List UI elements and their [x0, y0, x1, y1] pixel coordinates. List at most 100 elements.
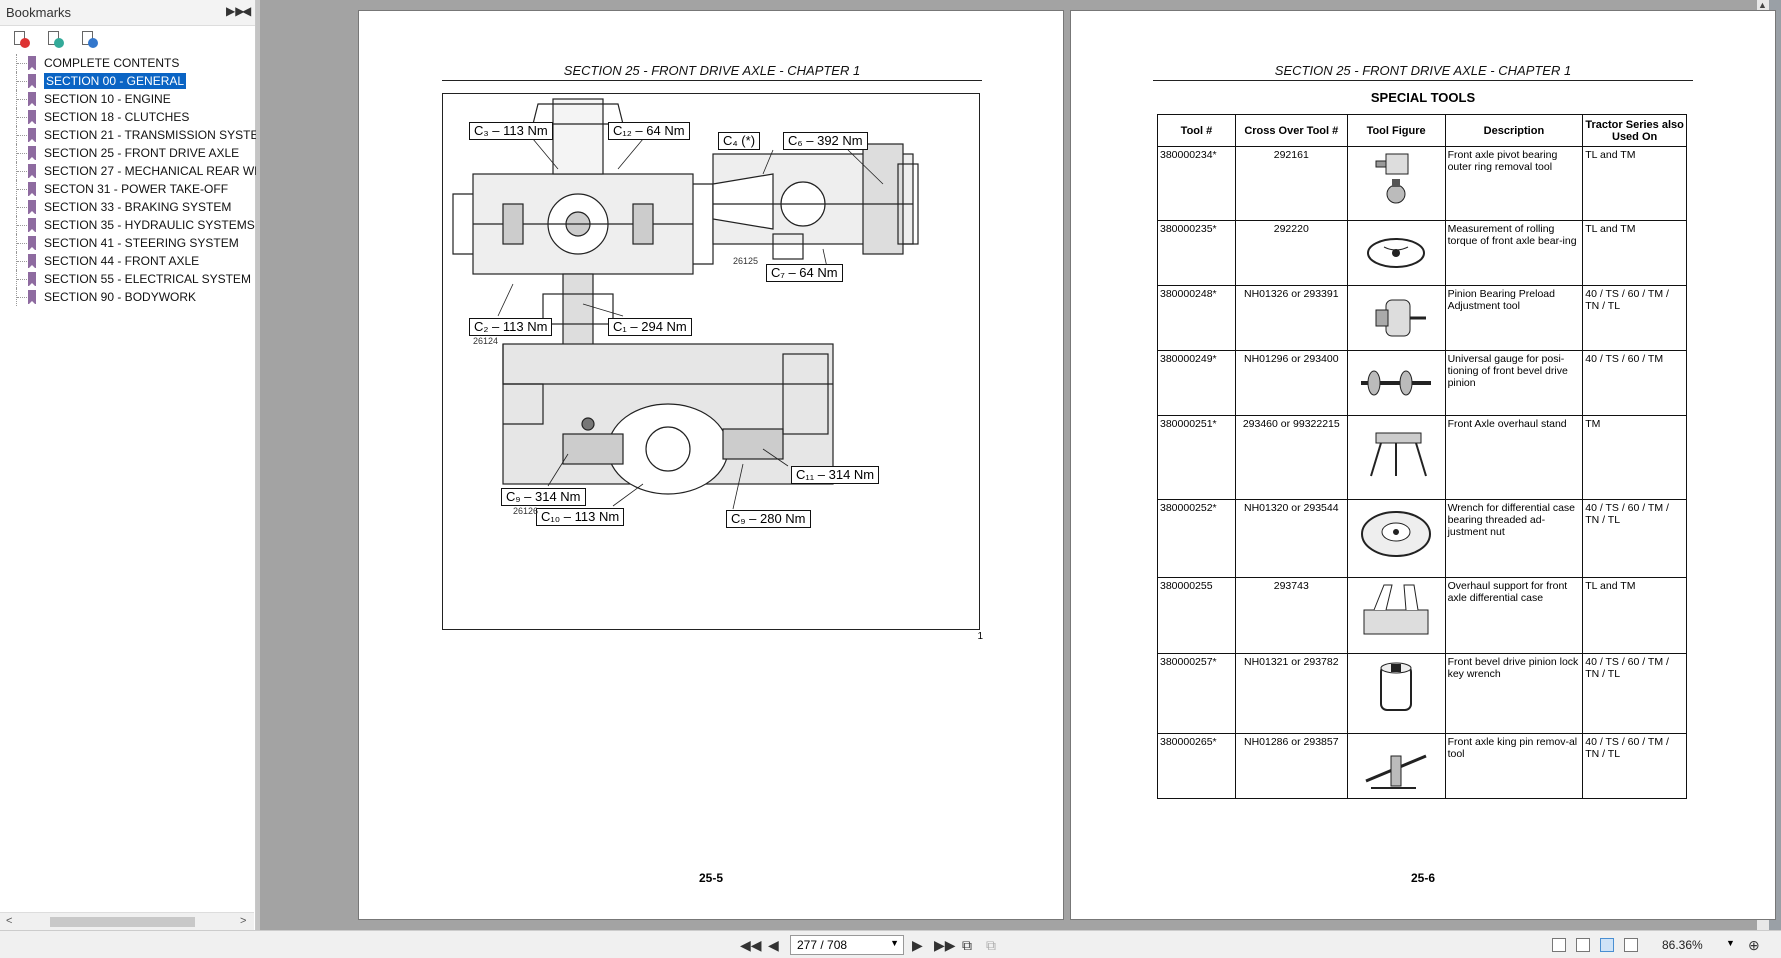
bookmark-item[interactable]: SECTION 21 - TRANSMISSION SYSTE [0, 126, 259, 144]
scroll-right-icon[interactable]: > [240, 915, 247, 927]
tree-line [16, 162, 27, 180]
tool-number-cell: 380000248* [1157, 285, 1236, 351]
bookmark-item[interactable]: SECTION 33 - BRAKING SYSTEM [0, 198, 254, 216]
bookmark-label: SECTION 21 - TRANSMISSION SYSTE [44, 128, 259, 142]
kingpin-puller-icon [1365, 754, 1427, 789]
bookmark-label: SECTION 35 - HYDRAULIC SYSTEMS [44, 218, 255, 232]
bookmark-item[interactable]: SECTION 18 - CLUTCHES [0, 108, 254, 126]
single-page-view-icon[interactable] [1552, 938, 1566, 952]
description-cell: Front Axle overhaul stand [1444, 415, 1584, 500]
sidebar-horizontal-scrollbar[interactable]: < > [0, 912, 254, 930]
bookmark-icon [28, 254, 36, 269]
bookmark-item[interactable]: SECTION 10 - ENGINE [0, 90, 254, 108]
bookmark-item[interactable]: SECTON 31 - POWER TAKE-OFF [0, 180, 254, 198]
bookmark-item[interactable]: SECTION 55 - ELECTRICAL SYSTEM [0, 270, 254, 288]
callout-c10: C₁₀ – 113 Nm [536, 508, 625, 526]
scroll-left-icon[interactable]: < [6, 915, 13, 927]
wrench-disc-icon [1361, 511, 1432, 557]
tree-line [16, 216, 27, 234]
scroll-up-icon[interactable]: ▲ [1758, 0, 1767, 10]
facing-pages-view-icon[interactable] [1600, 938, 1614, 952]
callout-c11: C₁₁ – 314 Nm [791, 466, 880, 484]
callout-c6: C₆ – 392 Nm [783, 132, 868, 150]
callout-c9a: C₉ – 314 Nm [501, 488, 586, 506]
special-tools-title: SPECIAL TOOLS [1370, 90, 1476, 105]
bookmark-label: SECTION 10 - ENGINE [44, 92, 171, 106]
tree-line [16, 180, 27, 198]
first-page-icon[interactable]: ◀◀ [740, 937, 762, 953]
series-cell: TL and TM [1582, 146, 1687, 221]
page-header: SECTION 25 - FRONT DRIVE AXLE - CHAPTER … [442, 63, 982, 81]
bookmarks-header: Bookmarks ▶▶ ◀ [0, 0, 255, 26]
bookmark-item[interactable]: SECTION 41 - STEERING SYSTEM [0, 234, 254, 252]
continuous-facing-view-icon[interactable] [1624, 938, 1638, 952]
figure-index: 1 [977, 631, 983, 642]
panel-splitter[interactable] [256, 0, 260, 930]
description-cell: Front axle pivot bearing outer ring remo… [1444, 146, 1584, 221]
bookmark-item[interactable]: SECTION 44 - FRONT AXLE [0, 252, 254, 270]
tool-number-cell: 380000265* [1157, 733, 1236, 799]
tool-figure-cell [1346, 499, 1446, 578]
next-page-icon[interactable]: ▶ [912, 937, 923, 953]
bookmark-item[interactable]: SECTION 00 - GENERAL [0, 72, 254, 90]
bookmark-item[interactable]: SECTION 25 - FRONT DRIVE AXLE [0, 144, 254, 162]
bookmarks-title: Bookmarks [6, 5, 72, 20]
bookmark-icon [28, 290, 36, 305]
tool-number-cell: 380000252* [1157, 499, 1236, 578]
bookmark-icon [28, 110, 36, 125]
callout-c2: C₂ – 113 Nm [469, 318, 553, 336]
series-cell: 40 / TS / 60 / TM / TN / TL [1582, 499, 1687, 578]
zoom-level[interactable]: 86.36% [1662, 938, 1703, 952]
description-cell: Pinion Bearing Preload Adjustment tool [1444, 285, 1584, 351]
column-header-tool: Tool # [1157, 114, 1236, 147]
go-back-view-icon[interactable]: ⧉ [962, 937, 972, 953]
previous-page-icon[interactable]: ◀ [768, 937, 779, 953]
tool-number-cell: 380000257* [1157, 653, 1236, 734]
description-cell: Front axle king pin remov-al tool [1444, 733, 1584, 799]
continuous-view-icon[interactable] [1576, 938, 1590, 952]
series-cell: 40 / TS / 60 / TM / TN / TL [1582, 285, 1687, 351]
collapse-panel-icon[interactable]: ◀ [242, 4, 252, 18]
callout-c12: C₁₂ – 64 Nm [608, 122, 690, 140]
last-page-icon[interactable]: ▶▶ [934, 937, 956, 953]
tree-line [16, 288, 27, 306]
bookmark-label: SECTION 18 - CLUTCHES [44, 110, 190, 124]
tool-number-cell: 380000255 [1157, 577, 1236, 654]
bookmark-item[interactable]: SECTION 90 - BODYWORK [0, 288, 254, 306]
scrollbar-thumb[interactable] [50, 917, 195, 927]
callout-c1: C₁ – 294 Nm [608, 318, 692, 336]
description-cell: Universal gauge for posi-tioning of fron… [1444, 350, 1584, 416]
zoom-dropdown-icon[interactable]: ▼ [1726, 938, 1735, 948]
zoom-icon[interactable]: ⊕ [1748, 937, 1760, 953]
bookmark-label: SECTION 41 - STEERING SYSTEM [44, 236, 239, 250]
tree-line [16, 126, 27, 144]
tool-number-cell: 380000249* [1157, 350, 1236, 416]
cross-over-cell: 293743 [1234, 577, 1348, 654]
delete-bookmark-icon[interactable] [12, 30, 30, 48]
series-cell: TM [1582, 415, 1687, 500]
tool-figure-cell [1346, 350, 1446, 416]
bookmark-icon [28, 146, 36, 161]
page-number-field[interactable]: 277 / 708▼ [790, 935, 904, 955]
expand-panel-icon[interactable]: ▶▶ [226, 4, 245, 18]
column-header-description: Description [1444, 114, 1584, 147]
bookmark-item[interactable]: SECTION 35 - HYDRAULIC SYSTEMS [0, 216, 255, 234]
add-bookmark-icon[interactable] [46, 30, 64, 48]
preload-tool-icon [1375, 299, 1427, 337]
page-dropdown-icon[interactable]: ▼ [890, 938, 899, 948]
bookmark-icon [28, 272, 36, 287]
find-bookmark-icon[interactable] [80, 30, 98, 48]
go-forward-view-icon[interactable]: ⧉ [986, 937, 996, 953]
bookmark-item[interactable]: SECTION 27 - MECHANICAL REAR WH [0, 162, 263, 180]
bookmark-item[interactable]: COMPLETE CONTENTS [0, 54, 254, 72]
tree-line [16, 144, 27, 162]
tree-line [16, 270, 27, 288]
